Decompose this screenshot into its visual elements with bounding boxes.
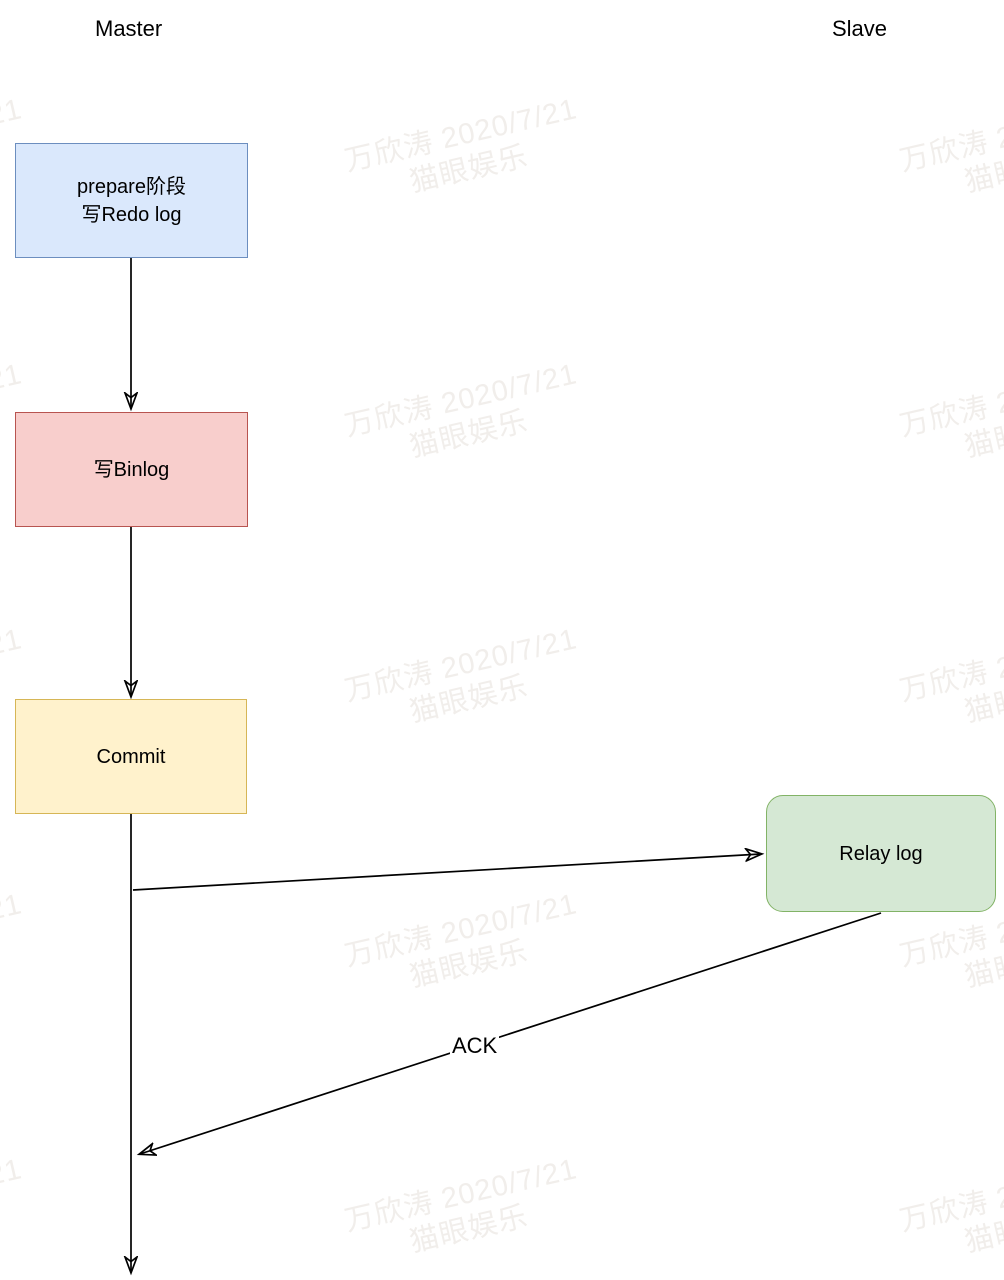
node-label: 写Binlog bbox=[93, 458, 170, 481]
lane-label-slave: Slave bbox=[832, 16, 888, 41]
node-prepare-redo-log: prepare阶段 写Redo log bbox=[15, 143, 248, 258]
edge-relay-ack bbox=[140, 912, 882, 1154]
edge-commit-to-relay bbox=[132, 854, 761, 891]
node-label-line2: 写Redo log bbox=[81, 203, 182, 226]
node-label: Commit bbox=[96, 745, 166, 768]
node-label: Relay log bbox=[839, 842, 923, 865]
ack-edge-label: ACK bbox=[450, 1033, 500, 1059]
lane-label-master: Master bbox=[95, 16, 163, 41]
node-write-binlog: 写Binlog bbox=[15, 412, 248, 527]
node-relay-log: Relay log bbox=[766, 795, 996, 912]
node-commit: Commit bbox=[15, 699, 247, 814]
node-label-line1: prepare阶段 bbox=[77, 175, 186, 198]
